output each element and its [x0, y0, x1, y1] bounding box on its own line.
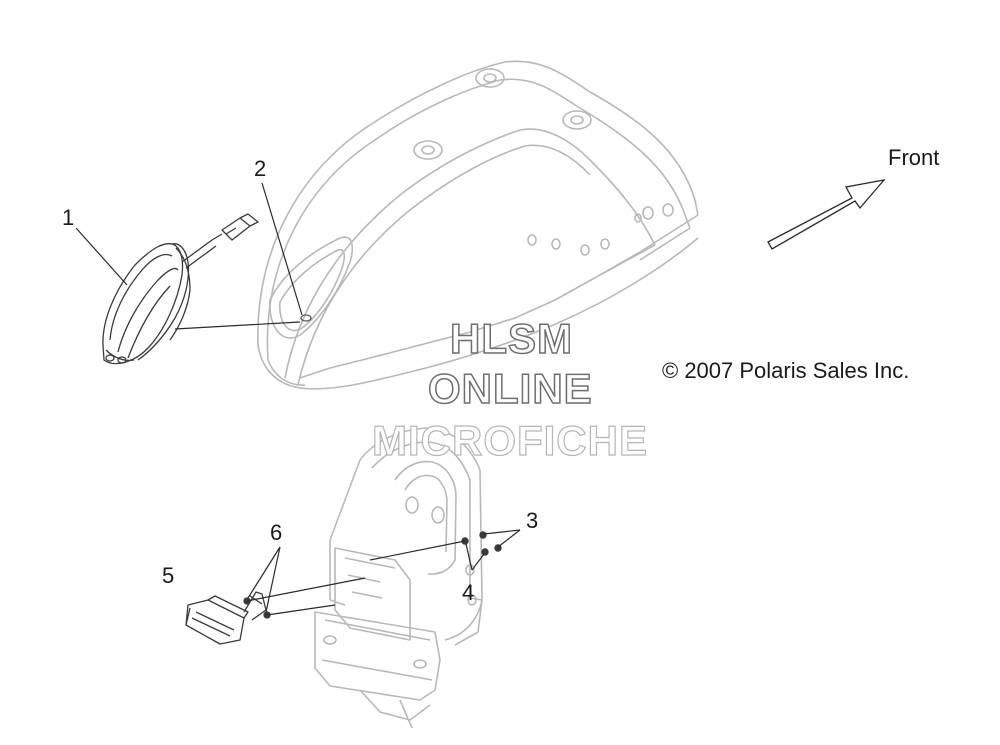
license-plate-bracket	[314, 427, 483, 729]
callout-5: 5	[162, 563, 175, 588]
callout-3: 3	[526, 508, 539, 533]
front-label: Front	[888, 145, 940, 170]
front-direction-arrow	[767, 179, 886, 250]
callout-6: 6	[270, 520, 283, 545]
tail-lamp-assembly	[102, 213, 259, 365]
leader-lines	[75, 182, 521, 616]
callout-1: 1	[62, 205, 75, 230]
watermark-line-2: ONLINE	[427, 365, 593, 412]
watermark-line-3: MICROFICHE	[371, 417, 648, 464]
rear-fender	[257, 60, 699, 390]
watermark-line-1: HLSM	[449, 315, 573, 362]
license-lamp	[185, 591, 271, 645]
callout-2: 2	[254, 156, 267, 181]
callout-4: 4	[462, 580, 475, 605]
copyright-notice: © 2007 Polaris Sales Inc.	[662, 358, 910, 383]
